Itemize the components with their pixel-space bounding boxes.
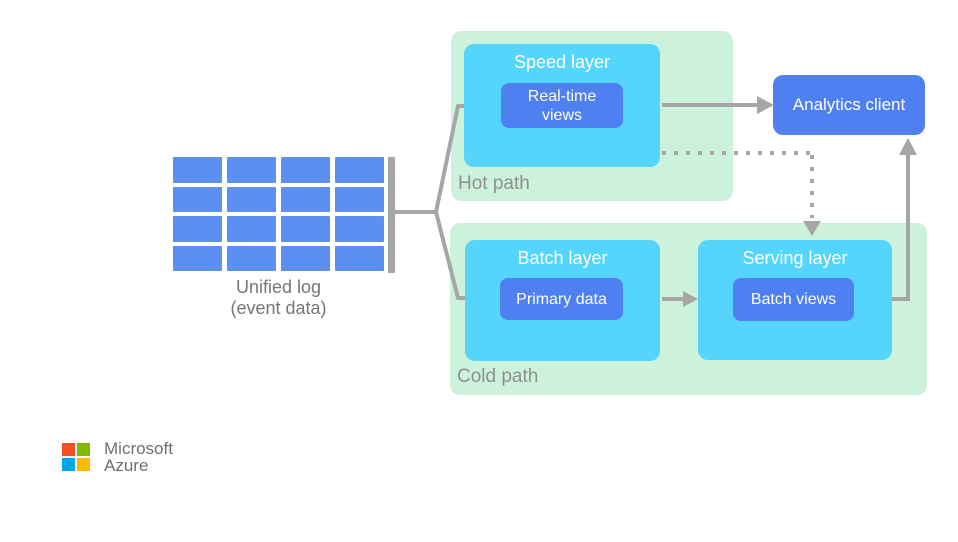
microsoft-azure-logo: Microsoft Azure	[62, 440, 173, 474]
log-cell	[173, 216, 222, 242]
unified-log-bar	[388, 157, 395, 273]
analytics-client-label: Analytics client	[792, 95, 906, 114]
real-time-views-node: Real-time views	[501, 83, 623, 128]
logo-square-blue	[62, 458, 75, 471]
log-cell	[173, 245, 222, 271]
log-cell	[281, 157, 330, 183]
logo-square-red	[62, 443, 75, 456]
serving-layer-box: Serving layer Batch views	[698, 240, 892, 360]
batch-layer-box: Batch layer Primary data	[465, 240, 660, 361]
log-cell	[281, 186, 330, 212]
log-cell	[227, 186, 276, 212]
log-cell	[335, 245, 384, 271]
log-cell	[335, 186, 384, 212]
batch-views-node: Batch views	[733, 278, 854, 321]
analytics-client-node: Analytics client	[773, 75, 925, 135]
hot-path-label: Hot path	[458, 173, 530, 194]
log-cell	[335, 216, 384, 242]
log-cell	[281, 216, 330, 242]
microsoft-logo-icon	[62, 443, 90, 471]
speed-layer-box: Speed layer Real-time views	[464, 44, 660, 167]
speed-layer-title: Speed layer	[513, 52, 611, 72]
log-cell	[227, 216, 276, 242]
log-cell	[227, 245, 276, 271]
primary-data-node: Primary data	[500, 278, 623, 320]
batch-views-label: Batch views	[750, 291, 837, 308]
batch-layer-title: Batch layer	[517, 248, 608, 268]
logo-square-yellow	[77, 458, 90, 471]
brand-product: Azure	[104, 456, 149, 475]
log-cell	[281, 245, 330, 271]
primary-data-label: Primary data	[516, 290, 607, 308]
brand-company: Microsoft	[104, 439, 173, 458]
cold-path-label: Cold path	[457, 366, 539, 387]
logo-square-green	[77, 443, 90, 456]
microsoft-azure-wordmark: Microsoft Azure	[104, 440, 173, 474]
log-cell	[227, 157, 276, 183]
real-time-views-line1: Real-time	[527, 87, 597, 105]
serving-layer-title: Serving layer	[742, 248, 848, 268]
log-cell	[173, 157, 222, 183]
unified-log-label-line1: Unified log	[235, 277, 322, 297]
unified-log-label: Unified log (event data)	[163, 277, 394, 319]
log-cell	[335, 157, 384, 183]
unified-log-label-line2: (event data)	[230, 298, 327, 318]
real-time-views-line2: views	[541, 106, 582, 124]
unified-log-grid	[173, 157, 384, 271]
log-cell	[173, 186, 222, 212]
